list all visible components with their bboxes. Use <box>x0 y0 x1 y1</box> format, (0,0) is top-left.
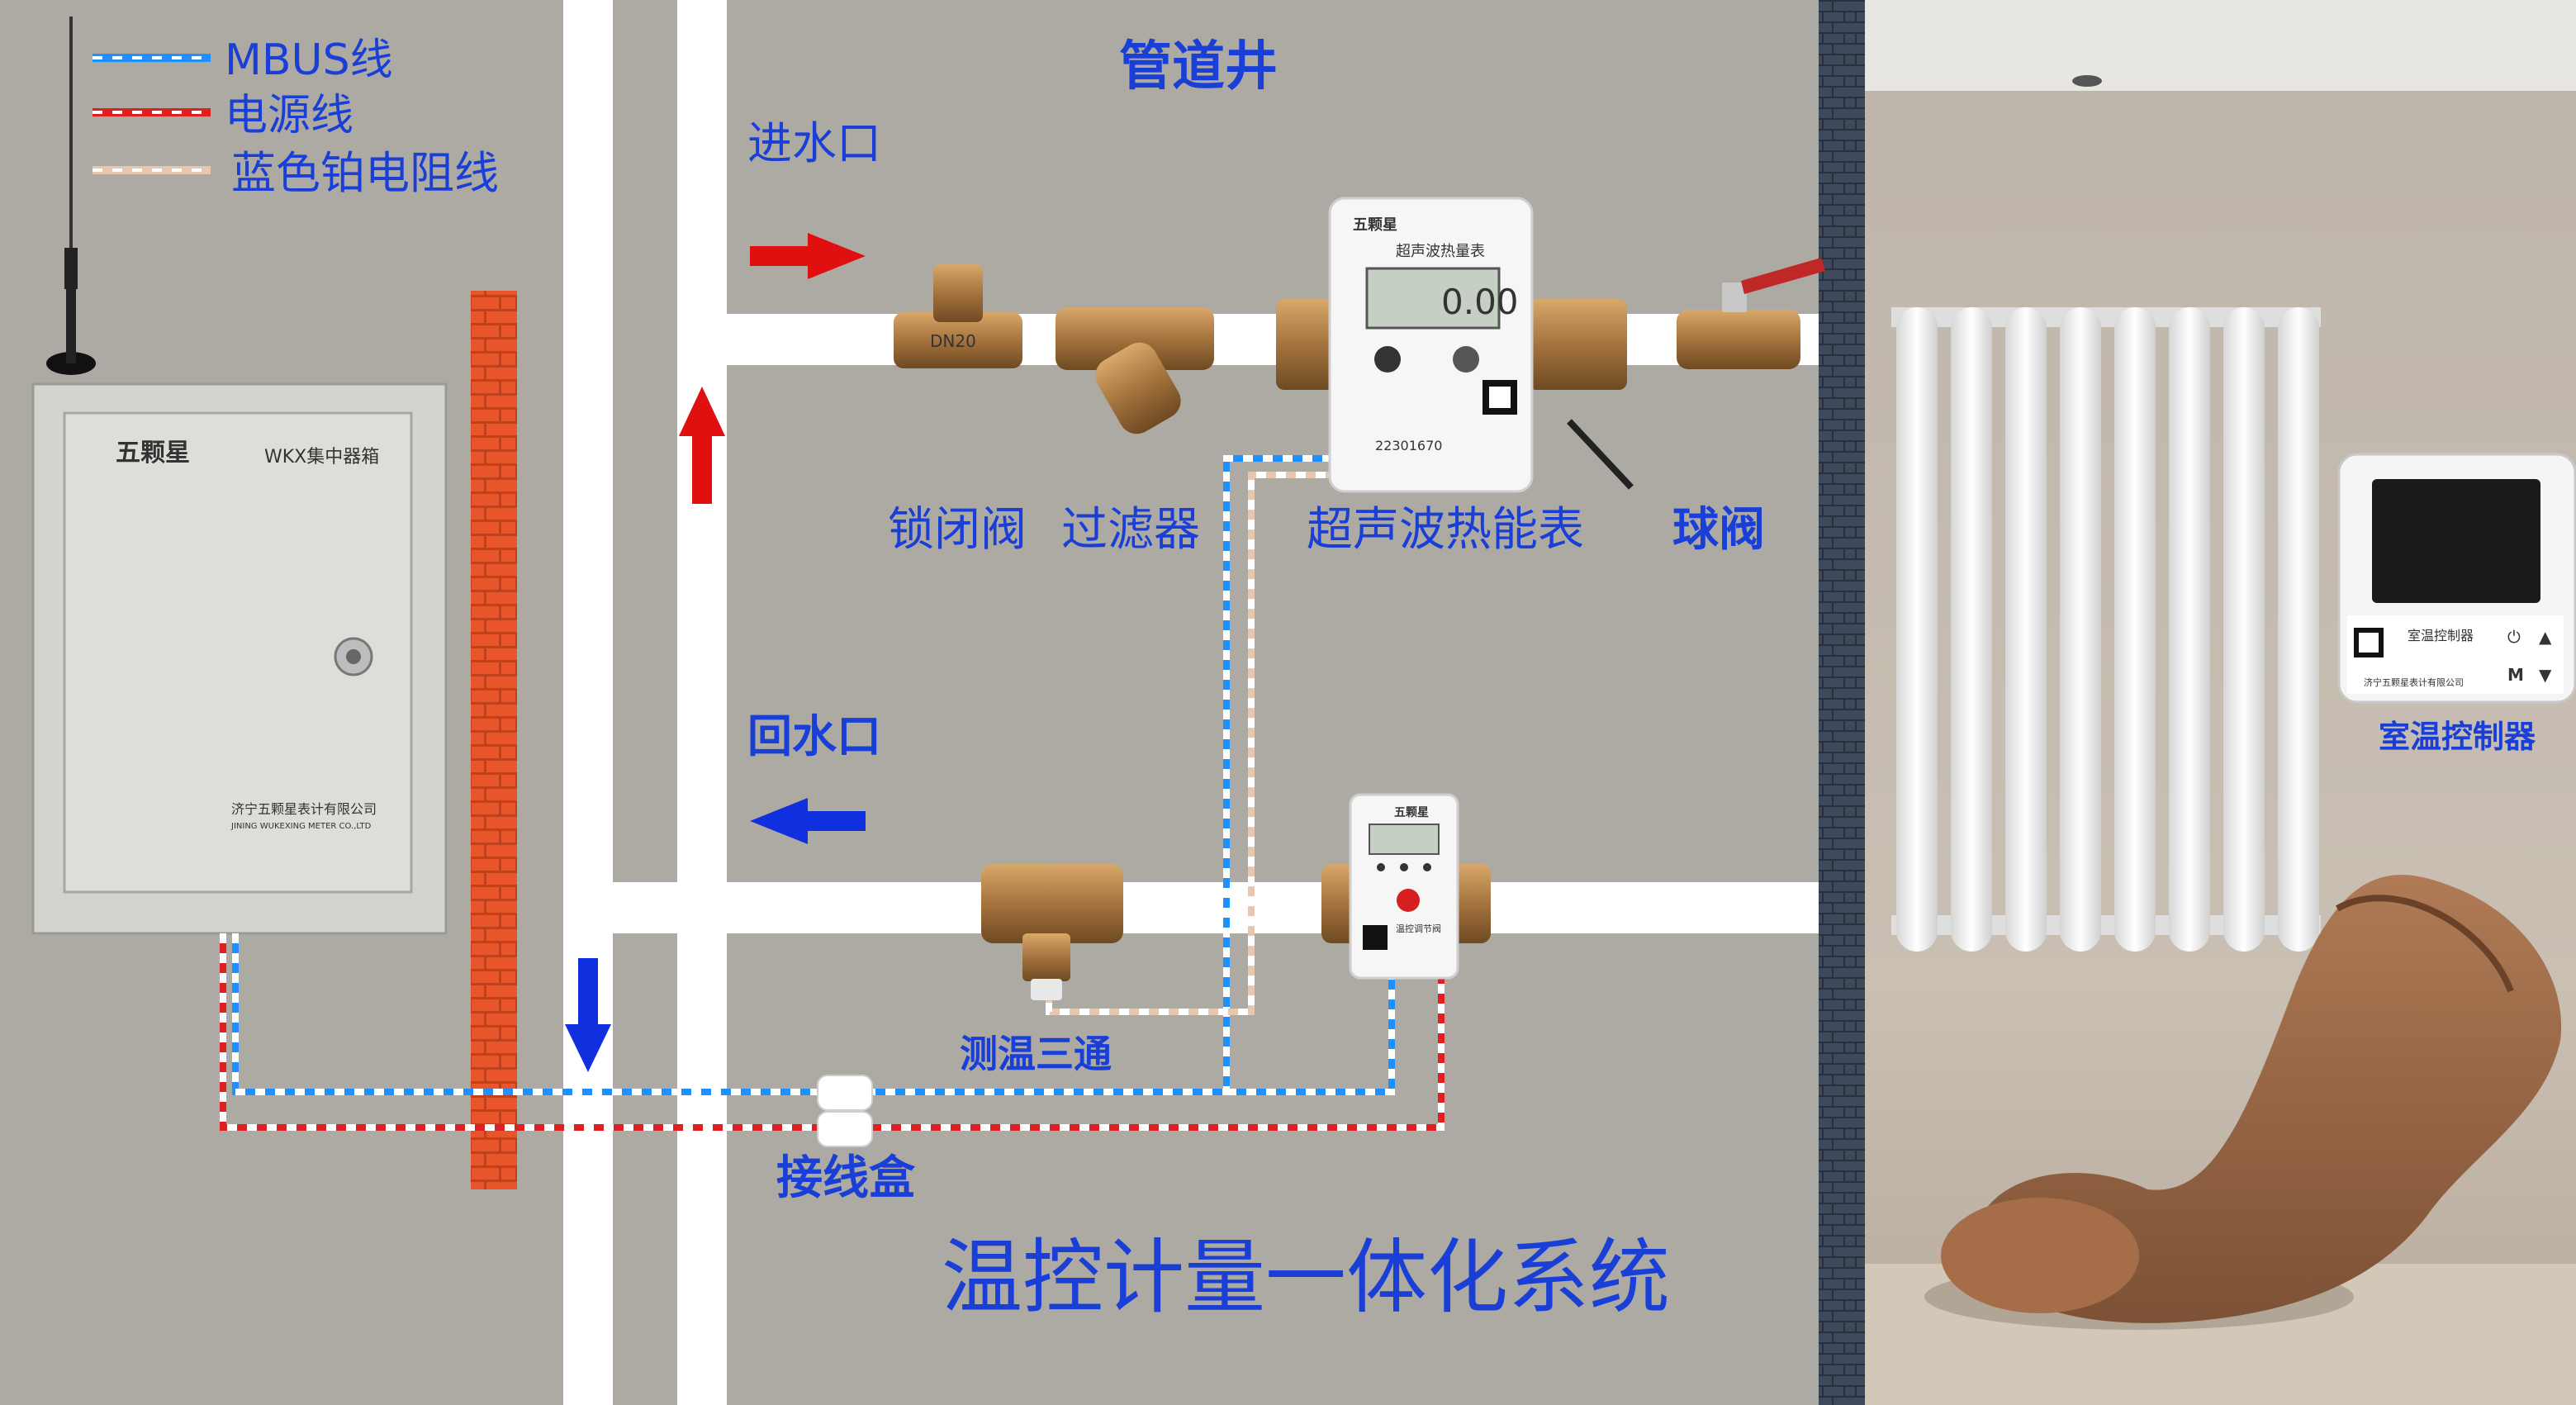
supply-riser-pipe <box>677 0 727 1405</box>
heat-meter-display: 0.00 <box>1441 282 1519 322</box>
return-label: 回水口 <box>747 710 881 762</box>
shaft-label: 管道井 <box>1119 36 1278 97</box>
return-riser-pipe <box>563 0 613 1405</box>
heat-meter-title: 超声波热量表 <box>1396 243 1485 260</box>
brick-wall <box>471 291 517 1189</box>
heat-meter-label: 超声波热能表 <box>1307 503 1584 557</box>
return-down-arrow-icon <box>565 958 611 1072</box>
return-branch-pipe <box>613 882 1819 933</box>
heat-meter: 五颗星 超声波热量表 0.00 22301670 <box>1276 197 1634 493</box>
heat-meter-serial: 22301670 <box>1375 438 1442 453</box>
platinum-resistance-wire <box>1046 472 1330 1015</box>
legend-item-mbus: MBUS线 <box>93 36 393 85</box>
room-controller-label: 室温控制器 <box>2379 719 2536 755</box>
valve-device-brand: 五颗星 <box>1394 806 1429 819</box>
filter-label: 过滤器 <box>1061 503 1200 557</box>
lock-valve-label: 锁闭阀 <box>888 503 1027 557</box>
legend-item-power: 电源线 <box>93 91 353 140</box>
lock-valve-marking: DN20 <box>930 331 976 351</box>
room-controller: 室温控制器 济宁五颗星表计有限公司 ⏻ ▲ M ▼ <box>2337 453 2576 704</box>
legend: MBUS线 电源线 蓝色铂电阻线 <box>93 36 499 199</box>
controller-title: 室温控制器 <box>2408 628 2474 643</box>
controller-power-button[interactable]: ⏻ <box>2507 627 2521 647</box>
supply-up-arrow-icon <box>679 387 725 504</box>
junction-box-label: 接线盒 <box>776 1151 916 1205</box>
controller-company: 济宁五颗星表计有限公司 <box>2364 676 2464 688</box>
junction-box <box>817 1075 873 1147</box>
mbus-wire <box>232 455 1395 1095</box>
temp-tee-label: 测温三通 <box>960 1032 1112 1076</box>
temp-control-valve: 五颗星 温控调节阀 <box>1321 793 1491 980</box>
collector-company: 济宁五颗星表计有限公司 <box>231 801 377 817</box>
temp-tee <box>981 864 1123 1000</box>
supply-branch-pipe <box>727 314 1819 365</box>
lock-valve: DN20 <box>894 264 1022 368</box>
legend-label-power: 电源线 <box>225 91 353 140</box>
valve-device-title: 温控调节阀 <box>1396 923 1441 934</box>
collector-company-en: JINING WUKEXING METER CO.,LTD <box>230 822 372 831</box>
legend-label-mbus: MBUS线 <box>225 36 393 85</box>
return-arrow-icon <box>750 798 866 844</box>
lounge-chair <box>1924 875 2562 1330</box>
collector-brand: 五颗星 <box>116 439 190 468</box>
radiator <box>1891 307 2321 952</box>
system-title: 温控计量一体化系统 <box>942 1231 1670 1325</box>
collector-model: WKX集中器箱 <box>264 447 379 468</box>
controller-up-button[interactable]: ▲ <box>2539 627 2552 647</box>
collector-box: 五颗星 WKX集中器箱 济宁五颗星表计有限公司 JINING WUKEXING … <box>31 382 448 935</box>
controller-down-button[interactable]: ▼ <box>2539 665 2552 685</box>
inlet-label: 进水口 <box>747 117 881 169</box>
legend-item-platinum: 蓝色铂电阻线 <box>93 147 499 199</box>
antenna-icon <box>46 17 96 375</box>
filter <box>1056 307 1214 434</box>
wall-strip <box>1819 0 1865 1405</box>
heat-meter-brand: 五颗星 <box>1353 216 1397 234</box>
ball-valve <box>1677 258 1825 369</box>
controller-mode-button[interactable]: M <box>2507 665 2524 685</box>
legend-label-platinum: 蓝色铂电阻线 <box>231 147 499 199</box>
inlet-arrow-icon <box>750 233 866 279</box>
ball-valve-label: 球阀 <box>1672 503 1765 557</box>
